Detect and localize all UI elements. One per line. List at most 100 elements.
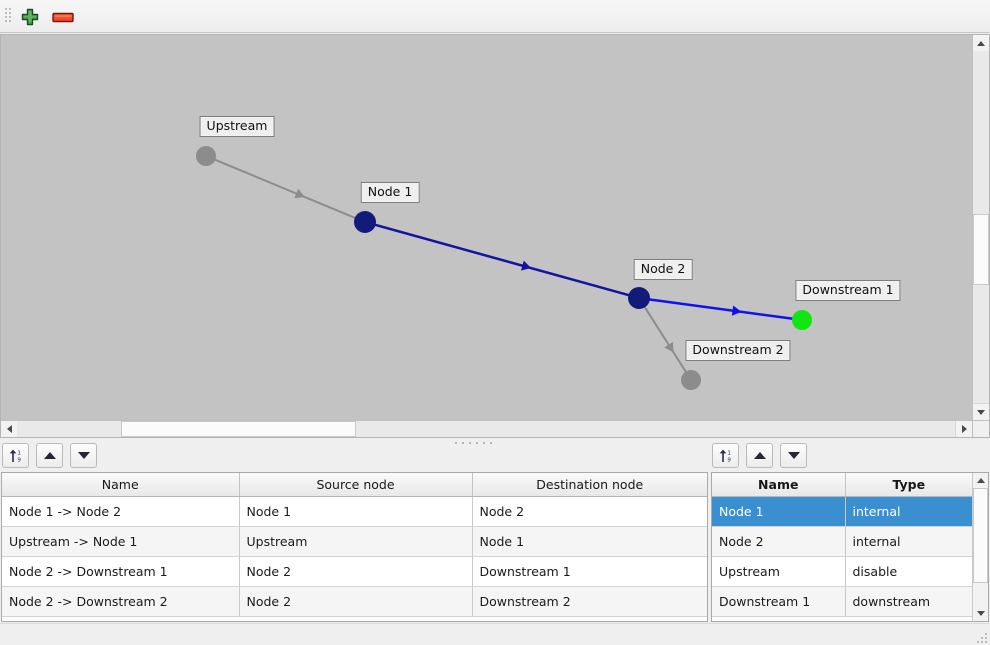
- edges-table-cell-source[interactable]: Upstream: [239, 526, 473, 557]
- nodes-table-cell-name[interactable]: Downstream 1: [712, 586, 846, 617]
- nodes-table-cell-type[interactable]: disable: [845, 556, 972, 587]
- canvas-vertical-scrollbar[interactable]: [972, 35, 989, 420]
- graph-edge-node1-node2[interactable]: [374, 223, 630, 297]
- edges-table-column-header[interactable]: Source node: [239, 473, 473, 497]
- graph-node-label-upstream[interactable]: Upstream: [199, 116, 275, 137]
- horizontal-scroll-thumb[interactable]: [120, 421, 356, 437]
- vertical-scroll-thumb[interactable]: [973, 213, 989, 285]
- nodes-move-down-button[interactable]: [780, 443, 807, 468]
- status-bar: [0, 623, 990, 645]
- arrow-down-icon: [77, 452, 90, 459]
- panel-splitter[interactable]: [0, 438, 990, 448]
- svg-text:9: 9: [17, 457, 21, 463]
- edges-table-cell-destination[interactable]: Node 1: [472, 526, 707, 557]
- delete-node-button[interactable]: [49, 4, 75, 29]
- graph-node-label-node1[interactable]: Node 1: [360, 182, 420, 203]
- svg-text:1: 1: [727, 451, 731, 457]
- scrollbar-corner: [972, 420, 989, 437]
- nodes-table-column-header[interactable]: Name: [712, 473, 846, 497]
- edges-table-empty-area: [2, 616, 239, 621]
- window-resize-grip[interactable]: [974, 630, 987, 643]
- green-plus-icon: [21, 8, 39, 26]
- edges-table-cell-name[interactable]: Node 2 -> Downstream 1: [2, 556, 240, 587]
- graph-node-upstream[interactable]: [196, 146, 216, 166]
- splitter-grip-icon: [455, 442, 492, 445]
- nodes-scroll-up-button[interactable]: [973, 473, 988, 488]
- svg-text:1: 1: [17, 451, 21, 457]
- edges-table-empty-area: [239, 616, 472, 621]
- nodes-table-cell-type[interactable]: internal: [845, 496, 972, 527]
- edges-table-cell-source[interactable]: Node 2: [239, 556, 473, 587]
- arrow-right-icon: [961, 425, 967, 433]
- arrow-left-icon: [6, 425, 12, 433]
- edges-table-cell-name[interactable]: Upstream -> Node 1: [2, 526, 240, 557]
- edges-table-cell-destination[interactable]: Downstream 1: [472, 556, 707, 587]
- arrow-down-icon: [787, 452, 800, 459]
- red-minus-icon: [52, 12, 74, 23]
- graph-edge-node2-downstream2[interactable]: [643, 305, 688, 373]
- graph-node-label-downstream1[interactable]: Downstream 1: [795, 280, 901, 301]
- graph-node-downstream1[interactable]: [792, 310, 812, 330]
- scroll-down-button[interactable]: [973, 403, 989, 420]
- nodes-table-vertical-scrollbar[interactable]: [972, 473, 988, 621]
- graph-node-node2[interactable]: [628, 287, 650, 309]
- edges-table-cell-source[interactable]: Node 2: [239, 586, 473, 617]
- edges-sort-button[interactable]: 1 9: [2, 443, 29, 468]
- canvas-horizontal-scrollbar[interactable]: [1, 420, 972, 437]
- graph-edge-node2-downstream1[interactable]: [648, 298, 794, 321]
- graph-edge-arrow-upstream-node1: [294, 188, 305, 199]
- nodes-scroll-down-button[interactable]: [973, 606, 988, 621]
- nodes-table-cell-type[interactable]: downstream: [845, 586, 972, 617]
- edges-table-cell-name[interactable]: Node 2 -> Downstream 2: [2, 586, 240, 617]
- graph-node-label-node2[interactable]: Node 2: [633, 259, 693, 280]
- edges-move-down-button[interactable]: [70, 443, 97, 468]
- nodes-move-up-button[interactable]: [746, 443, 773, 468]
- arrow-up-icon: [976, 478, 985, 483]
- add-node-button[interactable]: [16, 4, 42, 29]
- edges-table-cell-name[interactable]: Node 1 -> Node 2: [2, 496, 240, 527]
- nodes-table-cell-name[interactable]: Node 1: [712, 496, 846, 527]
- toolbar-grip-icon[interactable]: [5, 8, 11, 26]
- arrow-up-icon: [753, 452, 766, 459]
- graph-node-node1[interactable]: [354, 211, 376, 233]
- edges-table-column-header[interactable]: Destination node: [472, 473, 707, 497]
- graph-node-label-downstream2[interactable]: Downstream 2: [685, 340, 791, 361]
- edges-move-up-button[interactable]: [36, 443, 63, 468]
- scroll-up-button[interactable]: [973, 35, 989, 52]
- nodes-table-cell-type[interactable]: internal: [845, 526, 972, 557]
- edges-table-column-header[interactable]: Name: [2, 473, 240, 497]
- scroll-left-button[interactable]: [1, 421, 18, 437]
- edges-table-cell-source[interactable]: Node 1: [239, 496, 473, 527]
- graph-drawing[interactable]: [1, 35, 972, 420]
- arrow-down-icon: [977, 409, 985, 415]
- nodes-sort-button[interactable]: 1 9: [712, 443, 739, 468]
- nodes-scroll-thumb[interactable]: [973, 488, 988, 583]
- nodes-table-cell-name[interactable]: Upstream: [712, 556, 846, 587]
- graph-edge-arrow-node1-node2: [520, 260, 532, 271]
- nodes-table-cell-name[interactable]: Node 2: [712, 526, 846, 557]
- nodes-table-column-header[interactable]: Type: [845, 473, 972, 497]
- graph-edge-upstream-node1[interactable]: [213, 158, 357, 220]
- edges-table-cell-destination[interactable]: Downstream 2: [472, 586, 707, 617]
- scroll-right-button[interactable]: [955, 421, 972, 437]
- graph-node-downstream2[interactable]: [681, 370, 701, 390]
- edges-table-cell-destination[interactable]: Node 2: [472, 496, 707, 527]
